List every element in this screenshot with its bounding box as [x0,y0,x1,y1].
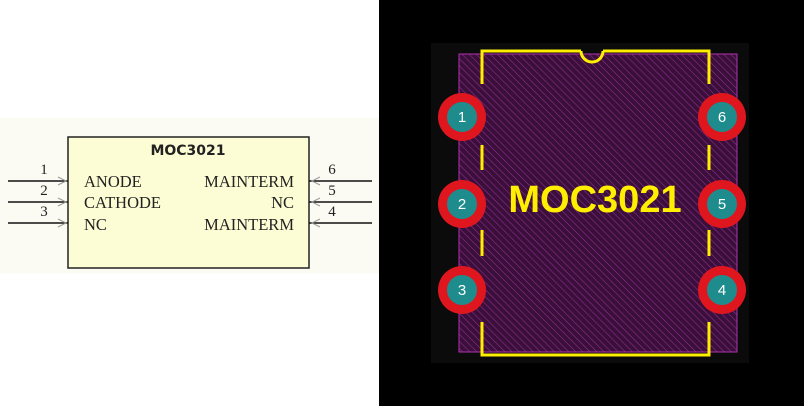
schematic-pin-3[interactable]: 3 NC [8,204,107,234]
pad-1-center [447,102,477,132]
schematic-pin-5-arrow [310,197,321,207]
pad-1-number: 1 [458,109,466,126]
footprint-part-name: MOC3021 [508,179,681,221]
pad-3[interactable]: 3 [438,266,486,314]
pad-4-center [707,275,737,305]
schematic-pin-6-number: 6 [328,162,336,178]
schematic-pin-3-number: 3 [40,204,48,220]
schematic-right-pins: 6 MAINTERM 5 NC 4 MAINTERM [204,162,372,234]
schematic-pin-2-number: 2 [40,183,48,199]
pad-4[interactable]: 4 [698,266,746,314]
pad-3-number: 3 [458,282,466,299]
schematic-pin-1[interactable]: 1 ANODE [8,162,142,191]
schematic-symbol: MOC3021 1 ANODE 2 CATHODE [0,118,379,273]
footprint-courtyard[interactable] [459,54,737,352]
silk-top-right [603,49,711,84]
schematic-pin-1-arrow [57,176,68,186]
schematic-pin-4-arrow [310,218,321,228]
schematic-pin-5[interactable]: 5 NC [271,183,372,212]
pad-3-center [447,275,477,305]
schematic-pin-2-label: CATHODE [84,193,161,212]
schematic-pin-5-number: 5 [328,183,336,199]
pad-5[interactable]: 5 [698,180,746,228]
silk-top-left [480,49,581,84]
schematic-pin-6-arrow [310,176,321,186]
schematic-pin-6[interactable]: 6 MAINTERM [204,162,372,191]
pad-6-center [707,102,737,132]
pad-5-center [707,189,737,219]
schematic-body[interactable] [67,136,310,269]
schematic-pin-4-label: MAINTERM [204,215,294,234]
schematic-pin-6-label: MAINTERM [204,172,294,191]
pad-4-number: 4 [718,282,726,299]
schematic-symbol-panel: MOC3021 1 ANODE 2 CATHODE [0,0,379,406]
pcb-footprint-panel: MOC3021 1 2 3 6 [379,0,804,406]
schematic-pin-1-label: ANODE [84,172,142,191]
pad-6-number: 6 [718,109,726,126]
schematic-pin-4-number: 4 [328,204,336,220]
schematic-pin-1-number: 1 [40,162,48,178]
pad-2[interactable]: 2 [438,180,486,228]
silk-notch [579,50,605,64]
schematic-left-pins: 1 ANODE 2 CATHODE 3 NC [8,162,161,234]
silk-bottom [480,322,711,357]
schematic-pin-2[interactable]: 2 CATHODE [8,183,161,212]
pad-2-center [447,189,477,219]
pad-2-number: 2 [458,196,466,213]
schematic-pin-5-label: NC [271,193,294,212]
pad-1[interactable]: 1 [438,93,486,141]
schematic-part-name: MOC3021 [150,143,225,159]
schematic-pin-4[interactable]: 4 MAINTERM [204,204,372,234]
pcb-footprint: MOC3021 1 2 3 6 [431,43,749,363]
footprint-silkscreen [480,49,711,357]
schematic-pin-3-label: NC [84,215,107,234]
pad-5-number: 5 [718,196,726,213]
schematic-pin-3-arrow [57,218,68,228]
schematic-pin-2-arrow [57,197,68,207]
pad-6[interactable]: 6 [698,93,746,141]
